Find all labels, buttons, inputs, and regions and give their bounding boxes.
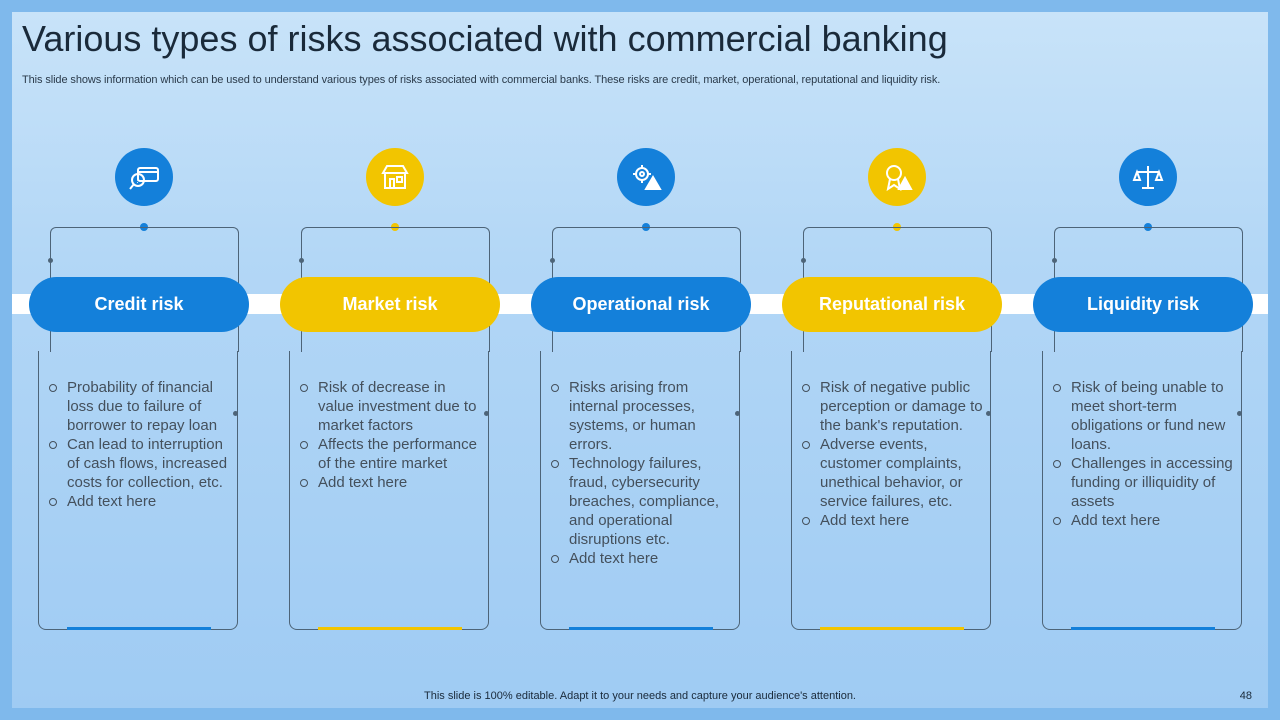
list-item: Add text here bbox=[45, 492, 231, 511]
slide-subtitle: This slide shows information which can b… bbox=[22, 74, 941, 86]
list-item: Add text here bbox=[798, 511, 984, 530]
connector-end-dot bbox=[299, 258, 304, 263]
svg-text:!: ! bbox=[136, 176, 139, 185]
frame-dot bbox=[986, 411, 991, 416]
connector-end-dot bbox=[1052, 258, 1057, 263]
list-item: Technology failures, fraud, cybersecurit… bbox=[547, 454, 733, 549]
risk-pill-liquidity: Liquidity risk bbox=[1033, 277, 1253, 332]
accent-line bbox=[318, 627, 462, 630]
risk-details-list: Risk of negative public perception or da… bbox=[798, 378, 984, 530]
list-item: Adverse events, customer complaints, une… bbox=[798, 435, 984, 511]
page-number: 48 bbox=[1239, 690, 1252, 702]
list-item: Probability of financial loss due to fai… bbox=[45, 378, 231, 435]
list-item: Add text here bbox=[296, 473, 482, 492]
list-item: Risk of decrease in value investment due… bbox=[296, 378, 482, 435]
accent-line bbox=[67, 627, 211, 630]
frame-dot bbox=[1237, 411, 1242, 416]
risk-column-liquidity: Liquidity risk Risk of being unable to m… bbox=[1033, 12, 1257, 662]
list-item: Add text here bbox=[1049, 511, 1235, 530]
risk-pill-reputational: Reputational risk bbox=[782, 277, 1002, 332]
slide: Various types of risks associated with c… bbox=[12, 12, 1268, 708]
risk-details-list: Probability of financial loss due to fai… bbox=[45, 378, 231, 511]
accent-line bbox=[820, 627, 964, 630]
connector-end-dot bbox=[801, 258, 806, 263]
risk-label: Market risk bbox=[342, 294, 438, 314]
list-item: Add text here bbox=[547, 549, 733, 568]
slide-title: Various types of risks associated with c… bbox=[22, 18, 948, 59]
slide-footer: This slide is 100% editable. Adapt it to… bbox=[424, 690, 856, 702]
risk-column-credit: ! Credit risk Probability of financial l… bbox=[29, 12, 253, 662]
risk-label: Reputational risk bbox=[818, 294, 966, 314]
risk-column-market: Market risk Risk of decrease in value in… bbox=[280, 12, 504, 662]
gear-warning-icon bbox=[617, 148, 675, 206]
accent-line bbox=[569, 627, 713, 630]
connector-end-dot bbox=[48, 258, 53, 263]
risk-label: Credit risk bbox=[94, 294, 184, 314]
badge-warning-icon bbox=[868, 148, 926, 206]
connector-end-dot bbox=[550, 258, 555, 263]
risk-label: Operational risk bbox=[572, 294, 710, 314]
risk-pill-credit: Credit risk bbox=[29, 277, 249, 332]
risk-details-list: Risk of being unable to meet short-term … bbox=[1049, 378, 1235, 530]
risk-pill-market: Market risk bbox=[280, 277, 500, 332]
list-item: Risk of being unable to meet short-term … bbox=[1049, 378, 1235, 454]
list-item: Can lead to interruption of cash flows, … bbox=[45, 435, 231, 492]
accent-line bbox=[1071, 627, 1215, 630]
risk-details-list: Risks arising from internal processes, s… bbox=[547, 378, 733, 568]
frame-dot bbox=[484, 411, 489, 416]
risk-pill-operational: Operational risk bbox=[531, 277, 751, 332]
scale-balance-icon bbox=[1119, 148, 1177, 206]
list-item: Challenges in accessing funding or illiq… bbox=[1049, 454, 1235, 511]
frame-dot bbox=[233, 411, 238, 416]
risk-column-operational: Operational risk Risks arising from inte… bbox=[531, 12, 755, 662]
market-store-icon bbox=[366, 148, 424, 206]
credit-card-magnifier-icon: ! bbox=[115, 148, 173, 206]
list-item: Risk of negative public perception or da… bbox=[798, 378, 984, 435]
risk-column-reputational: Reputational risk Risk of negative publi… bbox=[782, 12, 1006, 662]
list-item: Risks arising from internal processes, s… bbox=[547, 378, 733, 454]
frame-dot bbox=[735, 411, 740, 416]
risk-label: Liquidity risk bbox=[1086, 294, 1200, 314]
risk-details-list: Risk of decrease in value investment due… bbox=[296, 378, 482, 492]
list-item: Affects the performance of the entire ma… bbox=[296, 435, 482, 473]
